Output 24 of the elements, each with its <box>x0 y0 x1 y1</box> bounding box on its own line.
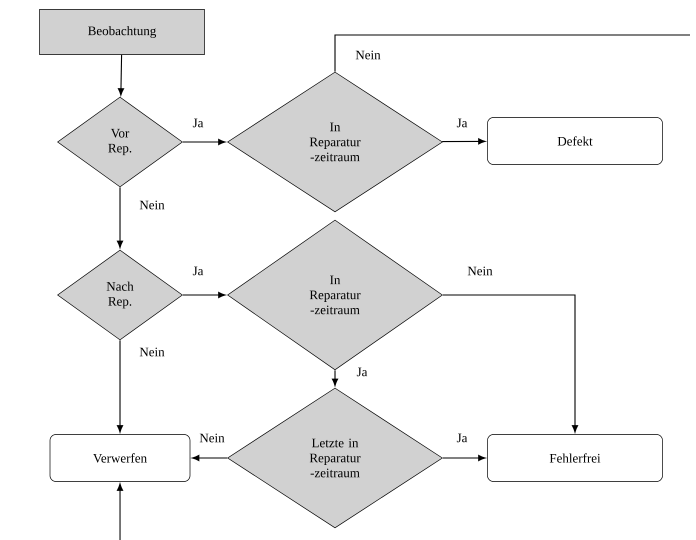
terminal-box: Verwerfen <box>50 434 190 482</box>
arrow <box>442 454 486 462</box>
edge-label: Ja <box>192 118 204 128</box>
process-box: Beobachtung <box>39 9 205 55</box>
arrow <box>182 292 226 298</box>
terminal-box: Defekt <box>487 117 663 165</box>
arrow <box>192 454 228 462</box>
arrow <box>116 340 124 432</box>
arrow <box>116 483 124 540</box>
arrow <box>182 138 226 146</box>
edge-label: Ja <box>456 118 468 128</box>
edge-label: Ja <box>456 432 468 444</box>
arrow <box>118 54 124 96</box>
terminal-box: Fehlerfrei <box>487 434 663 482</box>
edge-label: Nein <box>138 200 166 210</box>
arrow <box>442 294 578 432</box>
arrow <box>116 187 124 248</box>
edge-label: Nein <box>354 50 382 60</box>
arrow <box>442 138 486 144</box>
edge-label: Ja <box>192 266 204 276</box>
edge-label: Nein <box>466 266 494 276</box>
arrow <box>332 370 338 386</box>
edge-label: Nein <box>138 346 166 358</box>
edge-label: Nein <box>198 432 226 444</box>
